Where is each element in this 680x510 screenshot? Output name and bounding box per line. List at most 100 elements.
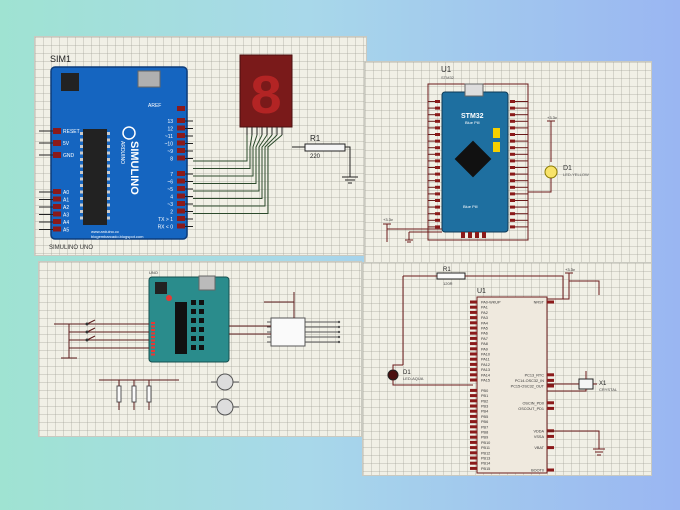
arduino-uno-buttons-schematic: UNO — [38, 261, 362, 437]
digital-pin — [177, 125, 185, 131]
pin-right — [510, 179, 515, 183]
chip-pin — [107, 171, 110, 174]
header-led — [151, 339, 155, 342]
header-led — [151, 350, 155, 352]
mcu-pin-left — [470, 394, 477, 398]
led-wire-bottom — [528, 178, 552, 193]
pin-left — [435, 152, 440, 156]
pin-right — [510, 205, 515, 209]
usb-connector — [464, 83, 484, 97]
analog-pin-label: A3 — [63, 213, 69, 219]
mcu-pin-left — [470, 378, 477, 382]
mcu-pin-label: PA7 — [481, 337, 488, 341]
pin-right — [510, 113, 515, 117]
digital-pin — [177, 148, 185, 153]
chip-pin — [80, 164, 83, 168]
input-wires — [69, 323, 149, 349]
digital-pin — [177, 208, 185, 214]
vcc-left-wire — [386, 228, 442, 242]
header-led — [151, 329, 155, 331]
ground-left-icon — [405, 232, 413, 243]
pin-right — [510, 192, 515, 196]
mcu-pin-label: PB6 — [481, 420, 488, 424]
segment-wire — [193, 134, 278, 207]
header-led — [151, 325, 155, 328]
chip-pin — [107, 203, 110, 207]
mcu-pin-label: PA15 — [481, 379, 490, 383]
header-pin — [191, 300, 196, 305]
pin-left — [435, 179, 440, 183]
header-led — [151, 353, 155, 356]
segment-wire — [193, 134, 273, 199]
status-led-icon — [166, 295, 172, 301]
analog-pin — [53, 211, 61, 217]
digital-pin-label: ~9 — [167, 149, 173, 155]
mcu-pin-right — [547, 300, 554, 304]
digital-pin-label: ~6 — [167, 180, 173, 186]
header-led — [151, 336, 155, 338]
pin-right — [510, 146, 515, 150]
pin-right — [510, 139, 515, 143]
seven-segment-digit: 8 — [249, 66, 283, 130]
pin-left — [435, 106, 440, 110]
switch-contact — [85, 322, 89, 326]
mcu-pin-right — [547, 446, 554, 450]
mcu-pin-label: PB11 — [481, 446, 490, 450]
vcc-branch-wire — [569, 280, 600, 295]
stm32-bluepill-schematic: U1 STM32 STM32 Blue Pill Blue Pill +3.3v… — [364, 61, 652, 264]
header-led — [151, 346, 155, 349]
digital-pin-label: RX < 0 — [158, 225, 174, 231]
ic-wires — [229, 292, 295, 335]
mcu-pin-label: PB4 — [481, 410, 488, 414]
mcu-pin-label: PB14 — [481, 462, 490, 466]
board-name: SIMULINO UNO — [49, 245, 93, 251]
header-pin — [191, 327, 196, 332]
mcu-pin-label: PB1 — [481, 394, 488, 398]
resistor-wires — [402, 275, 564, 365]
potentiometer-1-icon — [216, 373, 234, 391]
pin-bottom — [482, 232, 486, 238]
pin-left — [435, 119, 440, 123]
sim-label: SIM1 — [50, 54, 71, 64]
mcu-pin-left — [470, 388, 477, 392]
pin-left — [435, 166, 440, 169]
pin-right — [510, 100, 515, 103]
mcu-pin-right — [547, 384, 554, 388]
mcu-pin-left — [470, 425, 477, 429]
pin-right — [510, 225, 515, 229]
analog-pin-label: A5 — [63, 228, 69, 234]
header-led — [151, 343, 155, 345]
pin-left — [435, 192, 440, 196]
mcu-pin-left — [470, 331, 477, 335]
mcu-pin-label: PB5 — [481, 415, 488, 419]
board-subtitle: Blue Pill — [465, 120, 480, 125]
crystal-icon — [578, 378, 594, 390]
mcu-pin-label: OSCOUT_PD1 — [518, 407, 544, 411]
led-name: D1 — [403, 370, 411, 376]
analog-pin-label: A2 — [63, 205, 69, 211]
resistor-body — [436, 272, 466, 280]
header-pin — [191, 345, 196, 350]
aref-label: AREF — [148, 103, 161, 109]
mcu-pin-label: PB13 — [481, 457, 490, 461]
segment-wire — [193, 134, 263, 184]
chip-pin — [80, 210, 83, 213]
header-pin — [199, 300, 204, 305]
digital-pin — [177, 186, 185, 191]
mcu-pin-label: PA10 — [481, 353, 490, 357]
mcu-pin-left — [470, 430, 477, 434]
pin-left — [435, 146, 440, 150]
digital-pin — [177, 155, 185, 161]
digital-pin-label: 8 — [170, 157, 173, 163]
pin-right — [510, 212, 515, 216]
crystal-type: CRYSTAL — [599, 387, 618, 392]
mcu-pin-left — [470, 456, 477, 460]
pin-left — [435, 218, 440, 222]
digital-pin-label: ~5 — [167, 187, 173, 193]
ic-pin-end — [337, 330, 341, 334]
led-name: D1 — [563, 165, 572, 172]
header-pin — [191, 318, 196, 323]
resistor-wire — [292, 146, 351, 177]
mcu-pin-label: PA4 — [481, 321, 488, 325]
